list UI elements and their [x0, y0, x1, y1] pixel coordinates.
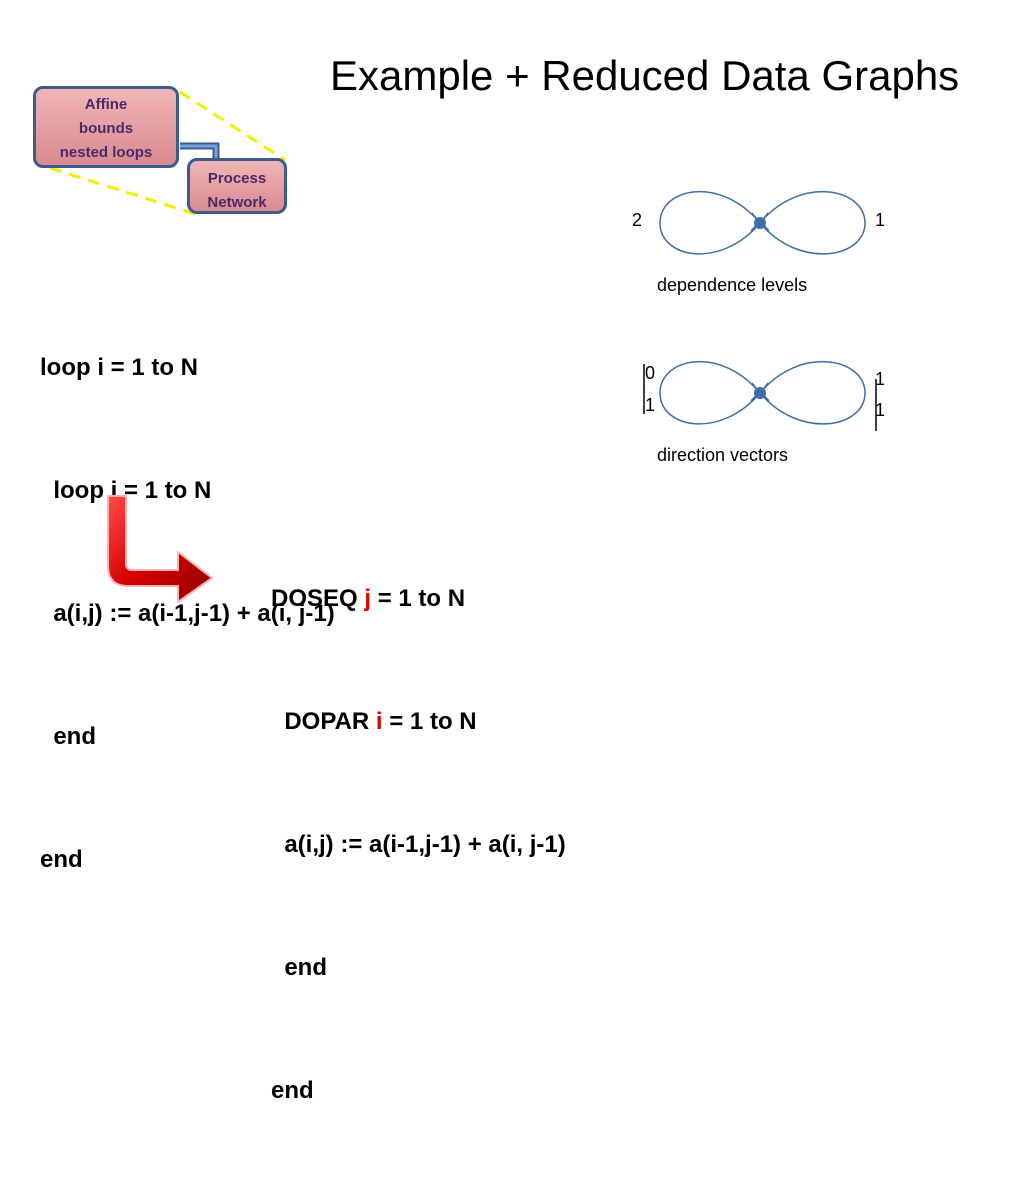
slide-title: Example + Reduced Data Graphs: [330, 52, 960, 99]
pipeline-thumbnail: Affine bounds nested loops Process Netwo…: [30, 82, 290, 222]
code-line: end: [40, 723, 97, 750]
transform-arrow-icon: [100, 488, 220, 606]
dependence-levels-caption: dependence levels: [657, 275, 808, 295]
doseq-line: DOSEQ j = 1 to N: [271, 578, 566, 619]
dopar-suffix: = 1 to N: [382, 708, 477, 735]
right-vector-bottom: 1: [875, 400, 886, 420]
dopar-var: i: [375, 708, 383, 735]
reduced-data-graphs: 2 1 dependence levels 0 1 1 1 direction …: [620, 180, 920, 470]
process-network-box: Process Network: [187, 158, 287, 214]
nested-loops-box: Affine bounds nested loops: [33, 86, 179, 168]
level-label-right: 1: [875, 210, 886, 230]
code-line: loop j = 1 to N: [40, 477, 212, 504]
right-vector-top: 1: [875, 369, 886, 389]
self-loop-left: [659, 190, 761, 255]
left-vector-top: 0: [645, 363, 656, 383]
box2-line-1: Process: [207, 170, 267, 187]
level-label-left: 2: [632, 210, 643, 230]
dopar-prefix: DOPAR: [271, 708, 376, 735]
code-line: a(i,j) := a(i-1,j-1) + a(i, j-1): [271, 831, 566, 858]
graph-node: [754, 387, 766, 399]
graph-node: [754, 217, 766, 229]
code-line: loop i = 1 to N: [40, 354, 199, 381]
self-loop-left: [659, 360, 761, 425]
dopar-line: DOPAR i = 1 to N: [271, 701, 566, 742]
dependence-levels-graph: [659, 190, 866, 255]
box1-line-1: Affine: [84, 96, 128, 113]
box1-line-2: bounds: [78, 120, 134, 137]
code-line: end: [271, 954, 328, 981]
direction-vectors-caption: direction vectors: [657, 445, 789, 465]
graph-drawing: [643, 190, 877, 431]
box1-line-3: nested loops: [59, 144, 153, 161]
self-loop-right: [759, 190, 866, 255]
slide: Example + Reduced Data Graphs Affine bou…: [30, 52, 960, 1104]
code-line: end: [271, 1077, 314, 1104]
direction-vectors-graph: [643, 360, 877, 431]
doseq-var: j: [364, 585, 372, 612]
original-loop-code: loop i = 1 to N loop j = 1 to N a(i,j) :…: [40, 265, 335, 962]
left-vector-bottom: 1: [645, 395, 656, 415]
doseq-prefix: DOSEQ: [271, 585, 365, 612]
code-line: a(i,j) := a(i-1,j-1) + a(i, j-1): [40, 600, 335, 627]
box2-line-2: Network: [207, 194, 267, 211]
self-loop-right: [759, 360, 866, 425]
transformed-loop-code: DOSEQ j = 1 to N DOPAR i = 1 to N a(i,j)…: [271, 496, 566, 1193]
doseq-suffix: = 1 to N: [371, 585, 466, 612]
